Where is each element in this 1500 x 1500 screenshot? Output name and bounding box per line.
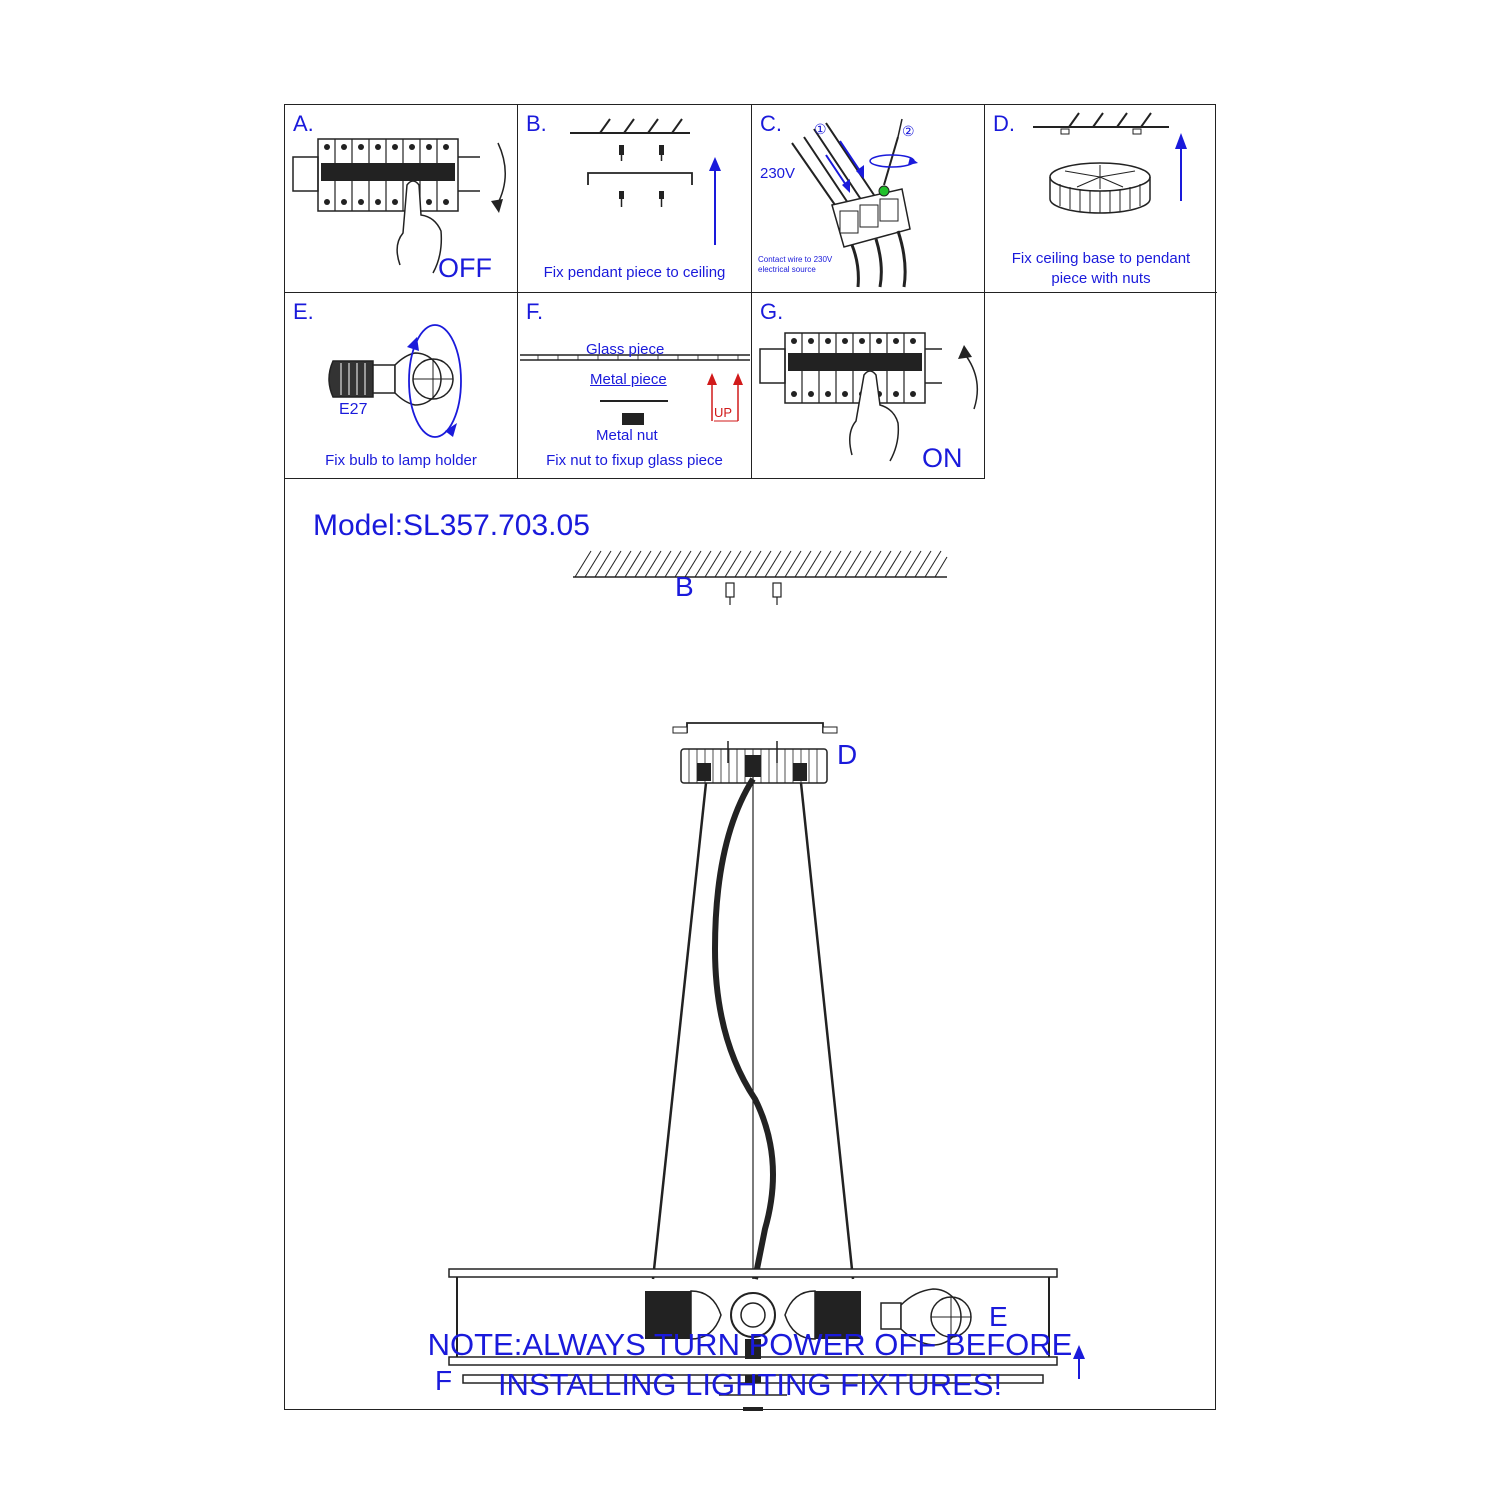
glass-fixing-illustration: [520, 354, 750, 425]
up-label: UP: [714, 405, 733, 420]
panel-f: F. Glass piece Metal piece Metal nut UP …: [518, 293, 752, 479]
panel-b-caption: Fix pendant piece to ceiling: [543, 264, 726, 281]
voltage-label: 230V: [760, 165, 796, 182]
socket-type-label: E27: [339, 401, 368, 418]
warning-note-line2: INSTALLING LIGHTING FIXTURES!: [497, 1367, 1003, 1402]
panel-g: G. ON: [752, 293, 985, 479]
main-assembly: Model:SL357.703.05: [285, 479, 1217, 1411]
panel-c-caption: Contact wire to 230V electrical source: [758, 255, 833, 274]
model-number: Model:SL357.703.05: [313, 509, 590, 542]
panel-a: A. OFF: [285, 105, 518, 293]
panel-d-caption-line1: Fix ceiling base to pendant: [1011, 250, 1191, 267]
ceiling-base-illustration: [1033, 112, 1187, 214]
panel-f-caption: Fix nut to fixup glass piece: [546, 452, 723, 469]
pendant-assembly-drawing: [448, 550, 1085, 1411]
metal-piece-label: Metal piece: [590, 371, 667, 388]
pendant-to-ceiling-illustration: [570, 118, 721, 245]
callout-d: D: [837, 739, 858, 770]
glass-piece-label: Glass piece: [586, 341, 665, 358]
panel-d-label: D.: [993, 111, 1015, 136]
panel-d: D. Fix ceiling base: [985, 105, 1217, 293]
metal-nut-label: Metal nut: [596, 427, 658, 444]
panel-d-caption-line2: piece with nuts: [1051, 270, 1151, 287]
callout-f: F: [435, 1365, 453, 1396]
breaker-on-illustration: [759, 332, 979, 462]
panel-e-label: E.: [293, 299, 314, 324]
on-label: ON: [922, 443, 963, 473]
panel-e-caption: Fix bulb to lamp holder: [325, 452, 477, 469]
panel-a-label: A.: [293, 111, 314, 136]
panel-c: C. ① ② 230V: [752, 105, 985, 293]
panel-g-label: G.: [760, 299, 784, 324]
breaker-off-illustration: [292, 138, 506, 274]
wire-connection-illustration: [791, 118, 918, 288]
panel-b-label: B.: [526, 111, 547, 136]
instruction-sheet: A. OFF: [284, 104, 1217, 1411]
panel-e: E. E27 Fix bulb to lamp holder: [285, 293, 518, 479]
panel-b: B. Fix pendant piece to ceiling: [518, 105, 752, 293]
panel-c-label: C.: [760, 111, 782, 136]
step-1-marker: ①: [814, 121, 827, 137]
callout-b: B: [675, 571, 694, 602]
step-2-marker: ②: [902, 123, 915, 139]
callout-e: E: [989, 1301, 1008, 1332]
panel-f-label: F.: [526, 299, 544, 324]
off-label: OFF: [438, 253, 492, 283]
warning-note-line1: NOTE:ALWAYS TURN POWER OFF BEFORE: [427, 1327, 1073, 1362]
bulb-fitting-illustration: [328, 324, 462, 438]
